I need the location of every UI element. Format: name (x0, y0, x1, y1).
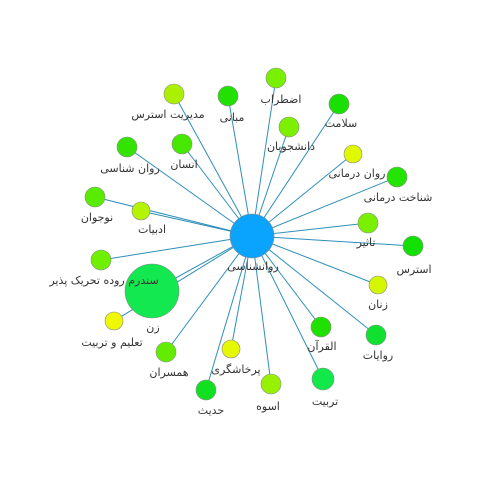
node-label-n12: تاثیر (356, 236, 376, 249)
node-label-n14: سندرم روده تحریک پذیر (48, 274, 158, 287)
edge-n22 (205, 235, 253, 391)
node-label-n9: شناخت درمانی (364, 191, 433, 204)
node-label-n21: پرخاشگری (211, 363, 260, 376)
node-n4[interactable] (278, 116, 300, 138)
node-label-n20: همسران (149, 366, 188, 379)
node-n11[interactable] (131, 201, 151, 221)
node-label-n13: استرس (396, 263, 431, 276)
edge-n1 (251, 77, 277, 237)
edge-n3 (173, 93, 253, 237)
edge-n15 (251, 235, 379, 286)
node-label-n4: دانشجویان (267, 140, 315, 153)
node-label-n7: انسان (170, 158, 197, 171)
edge-n14 (100, 235, 253, 261)
edge-n13 (251, 235, 414, 247)
edge-n8 (126, 146, 253, 237)
node-label-n19: روایات (363, 349, 393, 362)
edge-n10 (94, 196, 253, 237)
node-n8[interactable] (116, 136, 138, 158)
node-n23[interactable] (260, 373, 282, 395)
edge-n9 (251, 176, 398, 237)
node-label-n18: القرآن (307, 339, 336, 353)
node-n1[interactable] (265, 67, 287, 89)
node-n13[interactable] (402, 235, 424, 257)
node-n6[interactable] (343, 144, 363, 164)
edge-n2 (227, 95, 253, 237)
node-label-n2: مبانی (220, 111, 245, 124)
node-n20[interactable] (155, 341, 177, 363)
edge-n24 (251, 235, 324, 380)
node-n3[interactable] (163, 83, 185, 105)
node-label-n6: روان درمانی (329, 167, 386, 180)
edge-n19 (251, 235, 377, 336)
node-n17[interactable] (104, 311, 124, 331)
node-n14[interactable] (90, 249, 112, 271)
node-n5[interactable] (328, 93, 350, 115)
edge-n5 (251, 103, 340, 237)
node-n22[interactable] (195, 379, 217, 401)
node-n24[interactable] (311, 367, 335, 391)
edge-n20 (165, 235, 253, 353)
node-n2[interactable] (217, 85, 239, 107)
edge-n23 (251, 235, 272, 385)
node-label-n5: سلامت (325, 117, 357, 130)
nodes-layer (84, 67, 424, 401)
node-label-n17: تعلیم و تربیت (81, 336, 142, 349)
node-label-n22: حدیث (198, 404, 224, 417)
node-n7[interactable] (171, 133, 193, 155)
labels-layer: اضطراب مبانی مدیریت استرس دانشجویان سلامت روا… (48, 93, 432, 417)
hub-node-label: روانشناسی (227, 260, 279, 273)
node-label-n3: مدیریت استرس (131, 108, 204, 121)
node-n19[interactable] (365, 324, 387, 346)
node-label-n23: اسوه (256, 400, 280, 413)
hub-node[interactable] (229, 213, 275, 259)
node-n16[interactable] (124, 263, 180, 319)
node-n18[interactable] (310, 316, 332, 338)
node-label-n10: نوجوان (81, 211, 113, 224)
node-n21[interactable] (221, 339, 241, 359)
node-n9[interactable] (386, 166, 408, 188)
node-n15[interactable] (368, 275, 388, 295)
node-n12[interactable] (357, 212, 379, 234)
node-label-n1: اضطراب (261, 93, 302, 106)
node-label-n11: ادبیات (138, 223, 166, 236)
node-label-n16: زن (146, 321, 159, 334)
node-label-n24: تربیت (312, 395, 338, 408)
node-n10[interactable] (84, 186, 106, 208)
node-label-n8: روان شناسی (100, 162, 160, 175)
node-label-n15: زنان (368, 298, 388, 311)
